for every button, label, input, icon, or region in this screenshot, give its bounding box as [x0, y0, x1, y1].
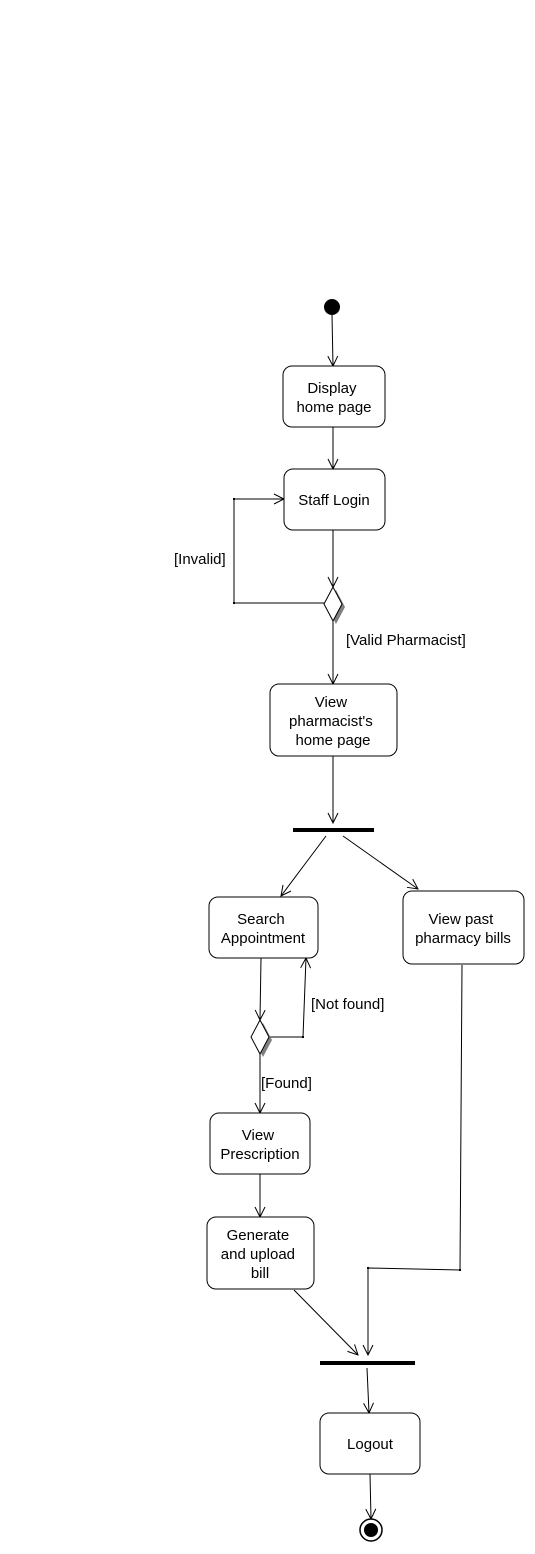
node-label: Generate	[227, 1227, 290, 1244]
svg-text:Search Appointment: Search Appointment	[221, 911, 306, 947]
guard-not-found: [Not found]	[311, 996, 384, 1013]
fork-bar	[293, 828, 374, 832]
edge-start-display	[332, 314, 333, 366]
activity-staff-login: Staff Login	[283, 468, 386, 531]
svg-text:View Prescription: View Prescription	[220, 1127, 299, 1163]
activity-generate-and-upload-bill: Generate and upload bill	[206, 1216, 315, 1290]
activity-search-appointment: Search Appointment	[208, 896, 319, 959]
edge-logout-final	[370, 1473, 371, 1519]
edge-search-decision	[260, 957, 261, 1020]
initial-node	[324, 299, 340, 315]
activity-logout: Logout	[319, 1412, 421, 1475]
path-corner-dot	[459, 1269, 461, 1271]
final-node	[359, 1518, 383, 1542]
loop-corner-dot	[302, 1036, 304, 1038]
edge-not-found-loop	[269, 958, 306, 1038]
decision-appointment	[250, 1018, 272, 1057]
edge-fork-search	[281, 835, 327, 896]
node-label: pharmacy bills	[415, 930, 511, 947]
loop-corner-dot	[233, 602, 235, 604]
join-bar	[320, 1361, 415, 1365]
node-label: and upload	[221, 1246, 295, 1263]
node-label: Logout	[347, 1436, 394, 1453]
guard-found: [Found]	[261, 1075, 312, 1092]
guard-invalid: [Invalid]	[174, 551, 226, 568]
edge-invalid-loop	[233, 499, 324, 604]
node-label: Staff Login	[298, 492, 369, 509]
node-label: pharmacist's	[289, 713, 373, 730]
activity-view-prescription: View Prescription	[209, 1112, 311, 1175]
svg-text:View pharmacist's: View pharmacist's home page	[289, 694, 377, 749]
node-label: View past	[429, 911, 495, 928]
node-label: View	[315, 694, 347, 711]
svg-text:Staff Login: Staff Login	[298, 492, 369, 509]
svg-text:Generate and upload: Generate and upload bill	[221, 1227, 299, 1282]
loop-corner-dot	[233, 498, 235, 500]
decision-login	[323, 585, 345, 624]
node-label: home page	[296, 399, 371, 416]
svg-text:View past pharmacy bills: View past pharmacy bills	[415, 911, 511, 947]
edge-bills-join	[368, 964, 463, 1355]
path-corner-dot	[367, 1267, 369, 1269]
edge-generate-join	[293, 1289, 358, 1355]
edge-join-logout	[367, 1367, 369, 1413]
node-label: Search	[237, 911, 285, 928]
node-label: Display	[307, 380, 357, 397]
node-label: View	[242, 1127, 274, 1144]
activity-view-past-pharmacy-bills: View past pharmacy bills	[402, 890, 525, 965]
node-label: Prescription	[220, 1146, 299, 1163]
activity-display-home-page: Display home page	[282, 365, 386, 428]
svg-text:Logout: Logout	[347, 1436, 394, 1453]
node-label: Appointment	[221, 930, 306, 947]
svg-text:Display home page: Display home page	[296, 380, 371, 416]
node-label: home page	[295, 732, 370, 749]
node-label: bill	[251, 1265, 269, 1282]
activity-view-pharmacist-home-page: View pharmacist's home page	[269, 683, 398, 757]
edge-fork-bills	[342, 835, 418, 889]
guard-valid-pharmacist: [Valid Pharmacist]	[346, 632, 466, 649]
